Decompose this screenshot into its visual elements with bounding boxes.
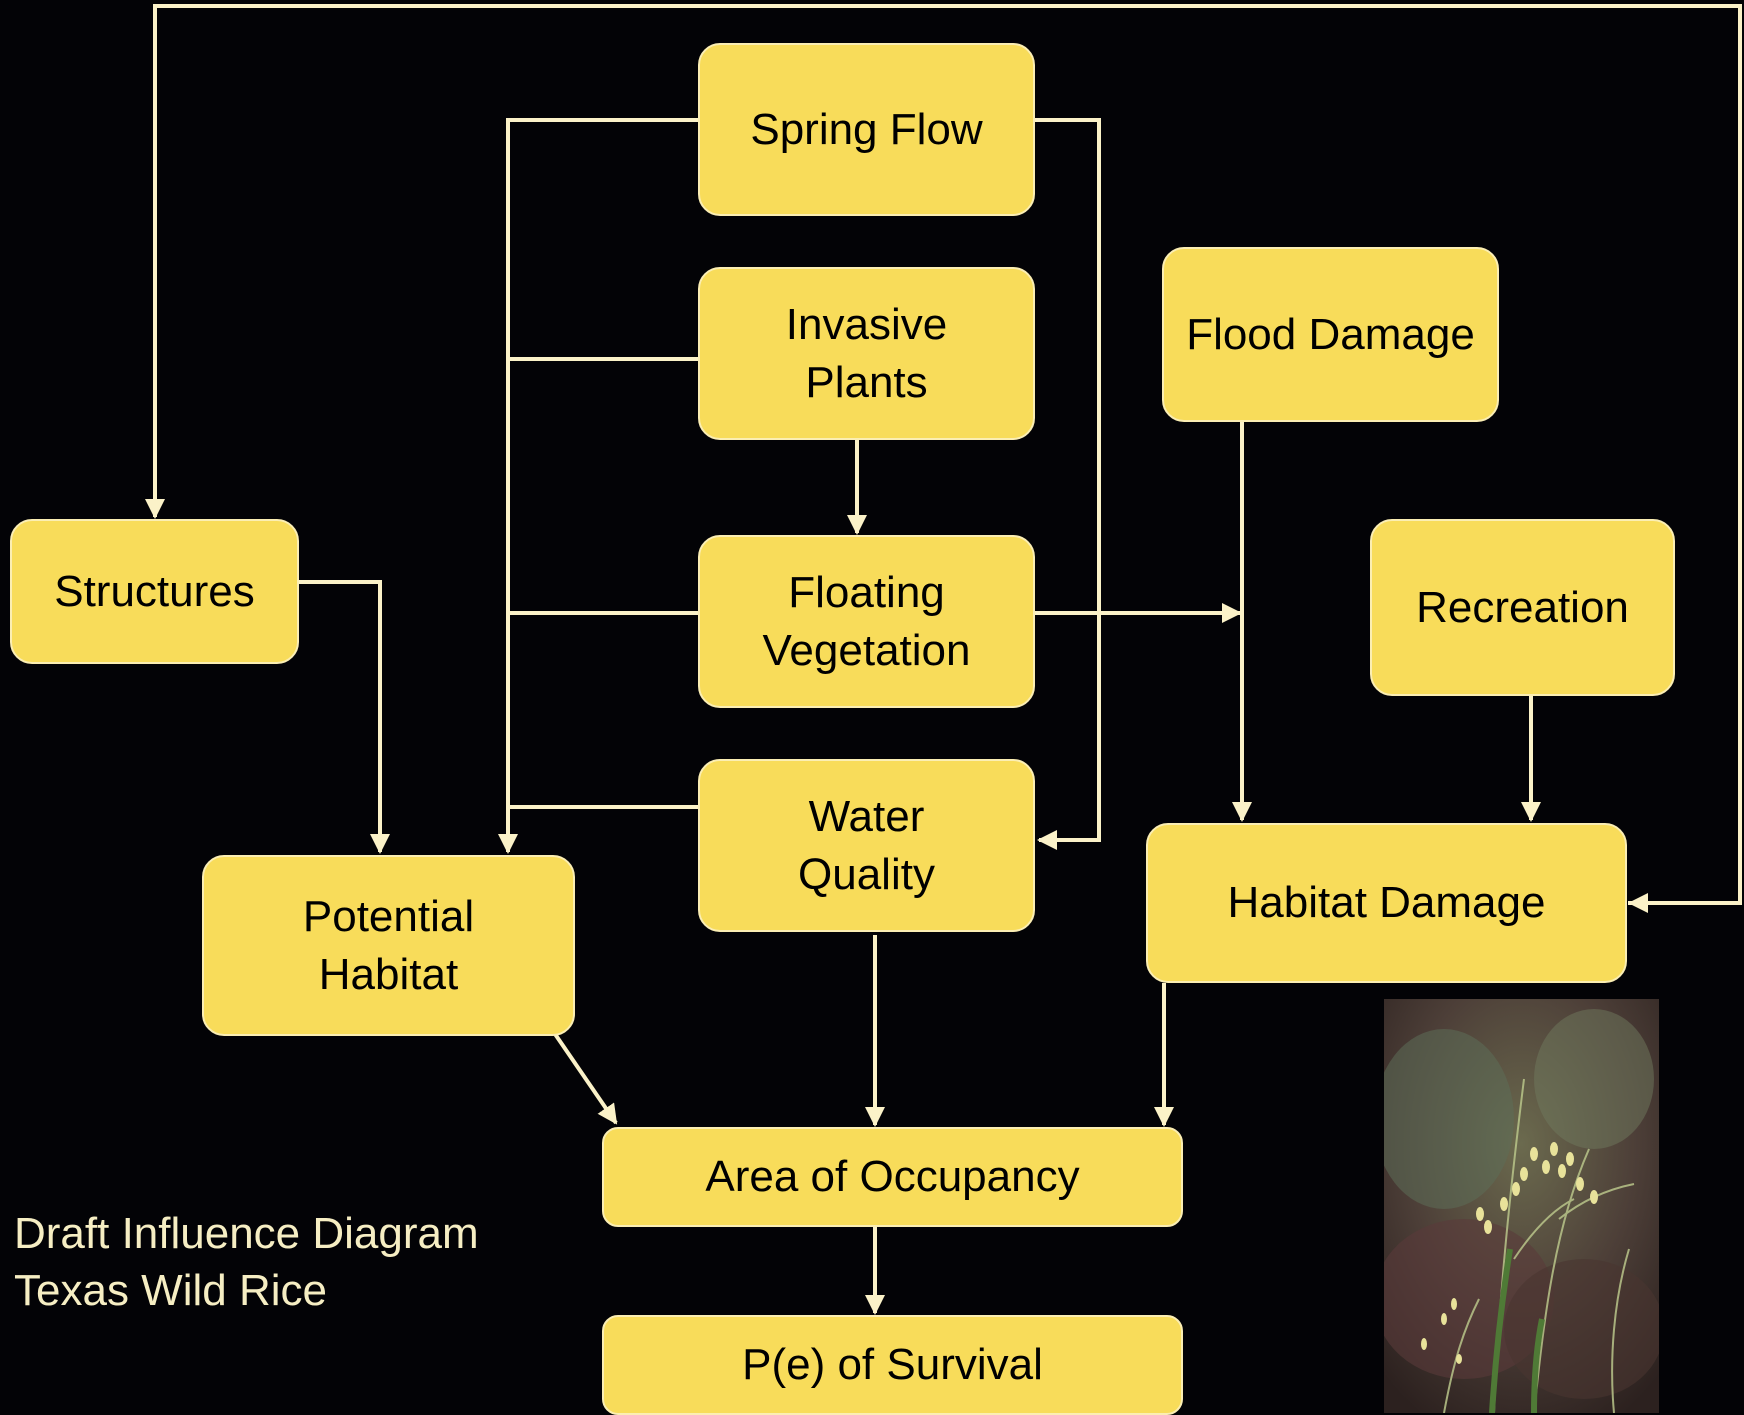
water-quality-label-line2: Quality [798, 846, 935, 903]
water-quality-label-line1: Water [798, 788, 935, 845]
structures-node[interactable]: Structures [10, 519, 299, 664]
potential-habitat-label-line2: Habitat [303, 946, 474, 1003]
flood-damage-node[interactable]: Flood Damage [1162, 247, 1499, 422]
spring-flow-label: Spring Flow [750, 101, 982, 158]
flood-damage-label: Flood Damage [1186, 306, 1475, 363]
floating-vegetation-label-line1: Floating [763, 564, 971, 621]
diagram-caption: Draft Influence Diagram Texas Wild Rice [14, 1205, 479, 1319]
invasive-plants-node[interactable]: Invasive Plants [698, 267, 1035, 440]
invasive-plants-label-line2: Plants [786, 354, 947, 411]
texas-wild-rice-photo [1384, 999, 1659, 1413]
habitat-damage-node[interactable]: Habitat Damage [1146, 823, 1627, 983]
survival-node[interactable]: P(e) of Survival [602, 1315, 1183, 1415]
recreation-node[interactable]: Recreation [1370, 519, 1675, 696]
habitat-damage-label: Habitat Damage [1228, 874, 1546, 931]
trunk-spring-flow-to-potential-habitat [508, 120, 698, 852]
caption-line2: Texas Wild Rice [14, 1262, 479, 1319]
recreation-label: Recreation [1416, 579, 1629, 636]
floating-vegetation-node[interactable]: Floating Vegetation [698, 535, 1035, 708]
caption-line1: Draft Influence Diagram [14, 1205, 479, 1262]
arrow-potential-habitat-to-area [555, 1034, 616, 1123]
spring-flow-node[interactable]: Spring Flow [698, 43, 1035, 216]
water-quality-node[interactable]: Water Quality [698, 759, 1035, 932]
structures-label: Structures [54, 563, 255, 620]
arrow-spring-flow-to-water-quality [1035, 120, 1099, 840]
floating-vegetation-label-line2: Vegetation [763, 622, 971, 679]
arrow-structures-to-potential-habitat [299, 582, 380, 852]
invasive-plants-label-line1: Invasive [786, 296, 947, 353]
potential-habitat-label-line1: Potential [303, 888, 474, 945]
area-of-occupancy-node[interactable]: Area of Occupancy [602, 1127, 1183, 1227]
potential-habitat-node[interactable]: Potential Habitat [202, 855, 575, 1036]
area-of-occupancy-label: Area of Occupancy [705, 1148, 1079, 1205]
survival-label: P(e) of Survival [742, 1336, 1043, 1393]
